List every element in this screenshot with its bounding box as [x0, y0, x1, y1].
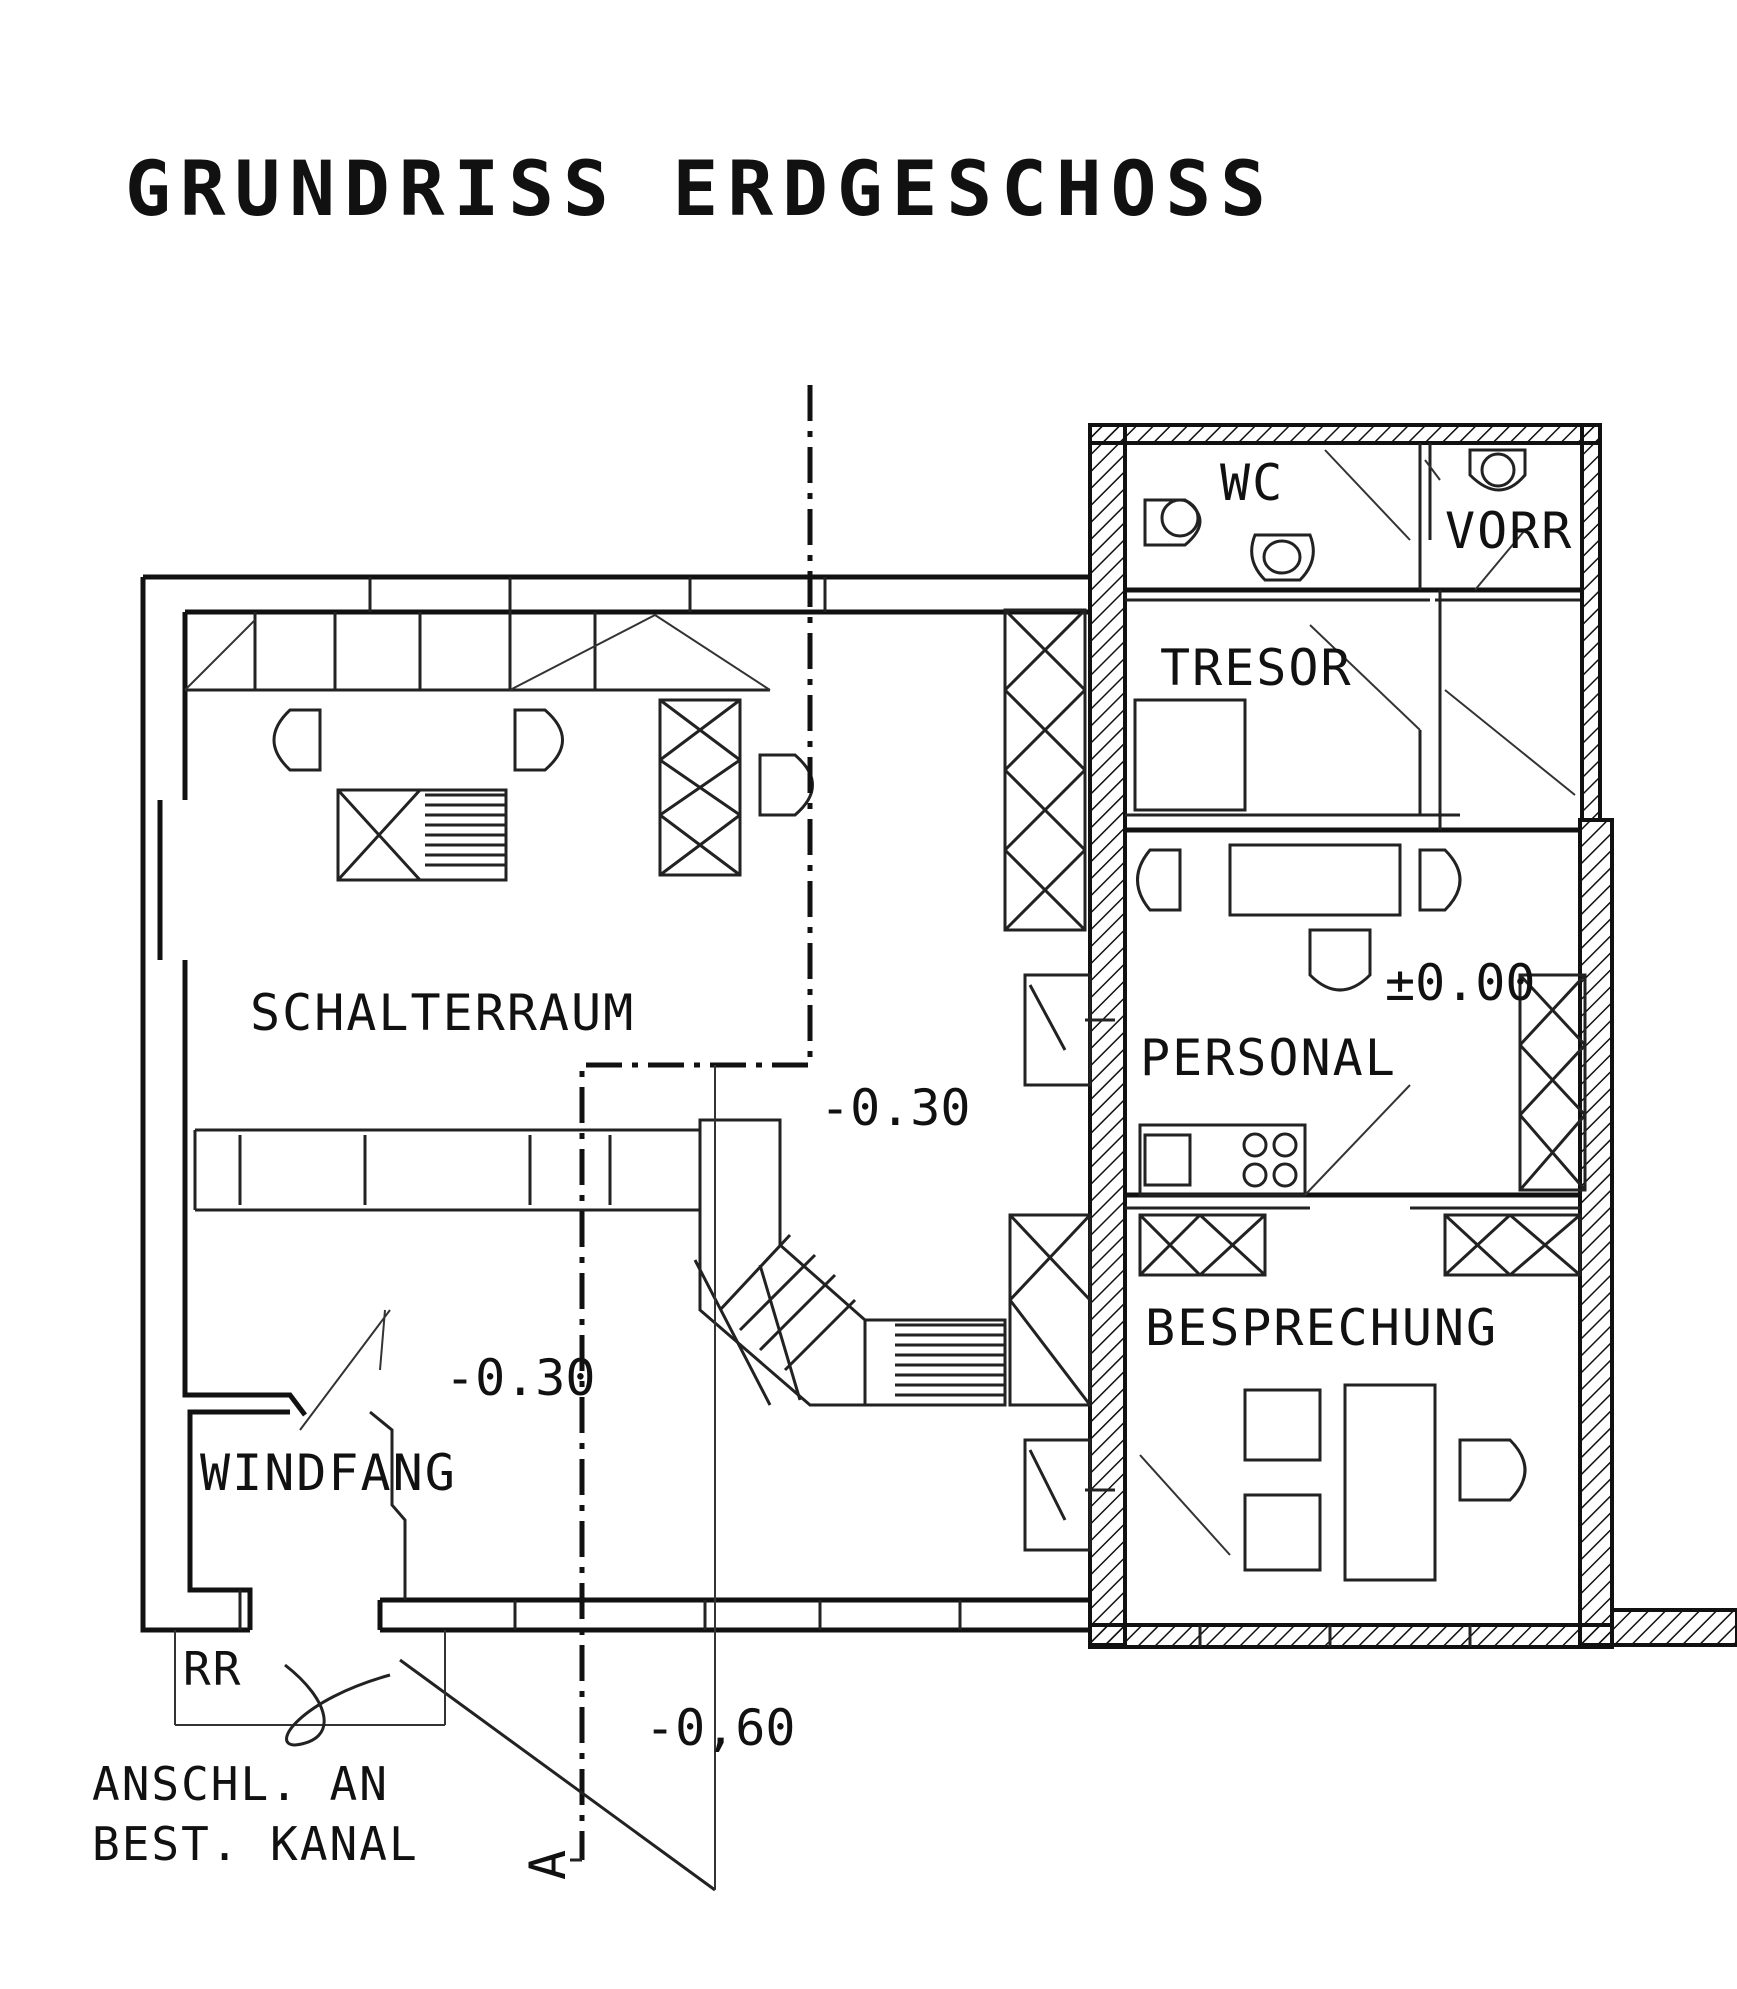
room-label-besprechung: BESPRECHUNG: [1145, 1299, 1498, 1357]
plan-title: GRUNDRISS ERDGESCHOSS: [125, 144, 1275, 233]
anschluss-note-line1: ANSCHL. AN: [92, 1757, 389, 1811]
room-label-tresor: TRESOR: [1160, 639, 1353, 697]
level-label-main: -0.30: [820, 1079, 971, 1137]
annex-furniture: [1133, 448, 1587, 1582]
room-label-windfang: WINDFANG: [200, 1444, 457, 1502]
room-label-wc: WC: [1220, 454, 1284, 512]
section-marker-a: A: [519, 1848, 577, 1880]
room-label-personal: PERSONAL: [1140, 1029, 1397, 1087]
room-label-vorr: VORR: [1445, 502, 1573, 560]
level-label-outside: -0,60: [645, 1699, 796, 1757]
drain-symbol: [284, 1663, 391, 1747]
section-line: [174, 385, 813, 1892]
room-label-schalterraum: SCHALTERRAUM: [250, 984, 635, 1042]
schalterraum-furniture: [184, 608, 1087, 1212]
rr-label: RR: [183, 1642, 242, 1696]
stairs-and-ramps: [299, 973, 1115, 1552]
level-label-zero: ±0.00: [1385, 954, 1536, 1012]
level-label-windfang: -0.30: [445, 1349, 596, 1407]
anschluss-note-line2: BEST. KANAL: [92, 1817, 419, 1871]
